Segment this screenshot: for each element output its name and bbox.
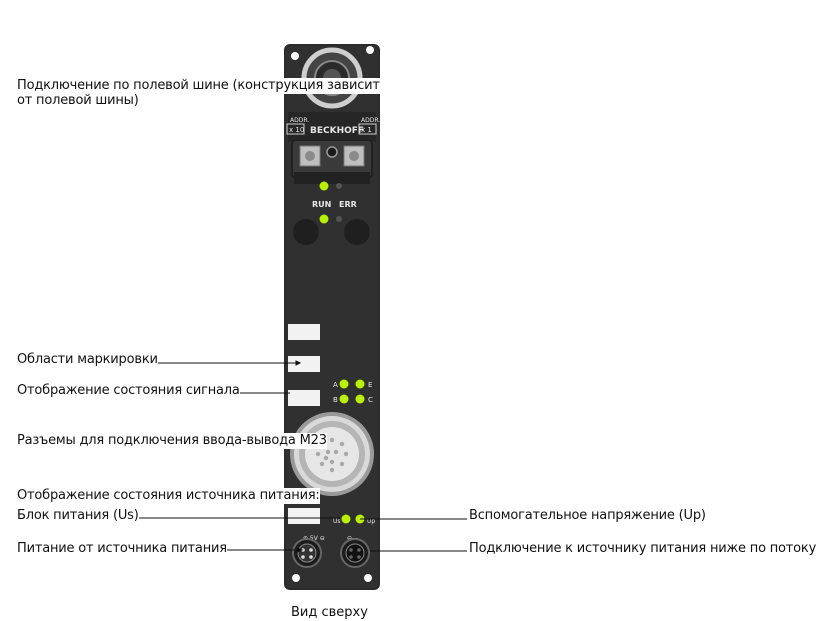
leader-lines <box>130 360 467 553</box>
led-c-label: C <box>368 396 373 404</box>
marking-area-2 <box>288 356 320 372</box>
signal-led-a <box>339 379 349 389</box>
marking-area-4 <box>288 508 320 524</box>
err-label: ERR <box>339 200 357 209</box>
run-led <box>319 214 329 224</box>
power-led-us <box>341 514 351 524</box>
leader-marking-arrow <box>295 360 302 366</box>
label-signal-status: Отображение состояния сигнала <box>17 383 240 399</box>
led-a-label: A <box>333 381 338 389</box>
label-fieldbus-line-2: от полевой шины) <box>17 93 139 109</box>
addr-left-title: ADDR. <box>290 117 309 124</box>
label-aux-voltage: Вспомогательное напряжение (Up) <box>469 508 706 524</box>
addr-left-mult: x 10 <box>289 126 304 134</box>
status-led-top <box>319 181 329 191</box>
power-out-connector <box>340 538 370 568</box>
led-e-label: E <box>368 381 372 389</box>
addr-right-mult: x 1 <box>361 126 372 134</box>
addr-right-title: ADDR. <box>361 117 380 124</box>
led-us-label: Us <box>333 518 341 525</box>
label-power-status: Отображение состояния источника питания: <box>17 488 320 504</box>
marking-area-1 <box>288 324 320 340</box>
label-fieldbus-line-1: Подключение по полевой шине (конструкция… <box>17 78 380 94</box>
label-power-unit: Блок питания (Us) <box>17 508 139 524</box>
signal-led-c <box>355 394 365 404</box>
leader-power-supply-arrow <box>296 547 304 553</box>
brand-logo: BECKHOFF <box>310 126 364 136</box>
mounting-hole-top-left <box>291 52 299 60</box>
caption-top-view: Вид сверху <box>291 605 368 620</box>
run-label: RUN <box>312 200 331 209</box>
label-power-supply: Питание от источника питания <box>17 541 227 557</box>
m23-io-connector <box>290 412 374 496</box>
signal-led-e <box>355 379 365 389</box>
label-io-connectors: Разъемы для подключения ввода-вывода M23 <box>17 433 327 449</box>
cover-plug-left <box>293 219 319 245</box>
power-in-connector <box>292 538 322 568</box>
led-up-label: Up <box>367 518 375 525</box>
label-downstream: Подключение к источнику питания ниже по … <box>469 541 817 557</box>
cover-plug-right <box>344 219 370 245</box>
signal-led-b <box>339 394 349 404</box>
label-marking-areas: Области маркировки <box>17 352 158 368</box>
mounting-hole-top-right <box>366 46 374 54</box>
err-led <box>336 216 342 222</box>
mounting-hole-bottom-right <box>364 574 372 582</box>
mounting-hole-bottom-left <box>292 574 300 582</box>
power-in-marks: ⊕ 5V ⊖ <box>303 535 325 542</box>
marking-area-3 <box>288 390 320 406</box>
cover-screw <box>326 146 338 158</box>
led-b-label: B <box>333 396 338 404</box>
